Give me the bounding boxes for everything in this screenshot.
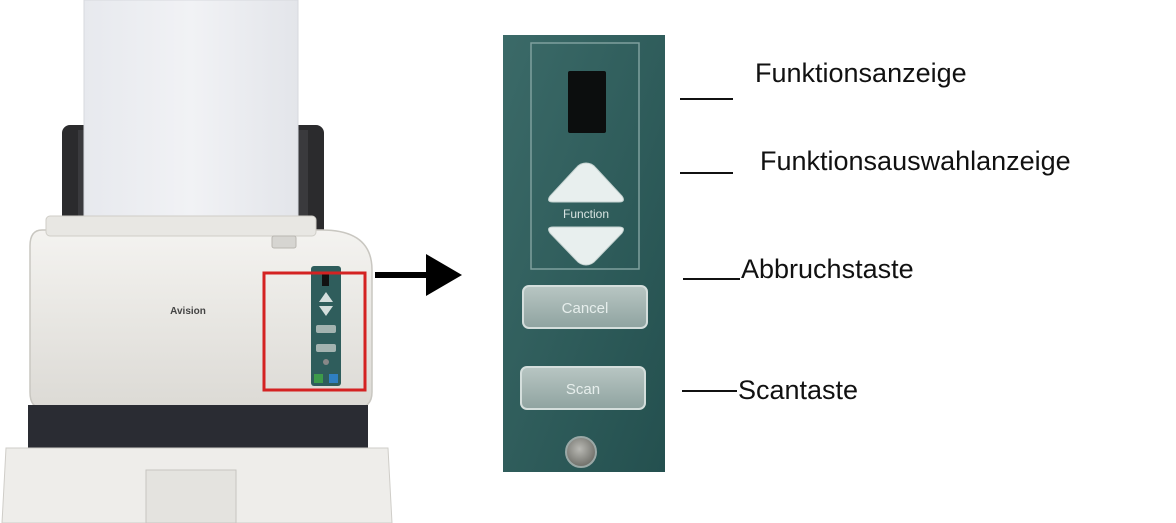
enlarged-control-panel: Function Cancel Scan <box>503 35 665 472</box>
paper-guide-knob <box>271 235 297 249</box>
callout-cancel-key: Abbruchstaste <box>741 254 914 284</box>
leader-lines <box>680 98 740 392</box>
mini-down-arrow-icon <box>319 306 333 316</box>
function-display <box>568 71 606 133</box>
function-up-arrow-icon[interactable] <box>548 162 624 203</box>
callout-function-display: Funktionsanzeige <box>755 58 967 88</box>
mini-status-icon-blue <box>329 374 338 383</box>
panel-inner-frame <box>530 42 640 270</box>
callout-function-select: Funktionsauswahlanzeige <box>760 146 1071 176</box>
scanner-dark-band <box>28 405 368 455</box>
scan-button[interactable] <box>520 366 646 410</box>
mini-cancel-button <box>316 325 336 333</box>
mini-power-led <box>323 359 329 365</box>
paper-sheet <box>83 0 299 226</box>
scanner-top-lip <box>45 215 317 237</box>
function-down-arrow-icon[interactable] <box>548 226 624 266</box>
mini-status-icon-green <box>314 374 323 383</box>
cancel-button-label: Cancel <box>562 300 609 317</box>
pointer-arrow <box>375 254 462 296</box>
power-led <box>565 436 597 468</box>
mini-display <box>322 272 329 286</box>
output-tray-slot <box>145 469 237 523</box>
scan-button-label: Scan <box>566 381 600 398</box>
mini-scan-button <box>316 344 336 352</box>
cancel-button[interactable] <box>522 285 648 329</box>
scanner-brand-logo: Avision <box>170 306 206 317</box>
callout-scan-key: Scantaste <box>738 375 859 405</box>
highlight-box <box>262 271 367 392</box>
mini-up-arrow-icon <box>319 292 333 302</box>
function-label: Function <box>563 207 609 221</box>
scanner-device: Avision <box>1 0 393 523</box>
